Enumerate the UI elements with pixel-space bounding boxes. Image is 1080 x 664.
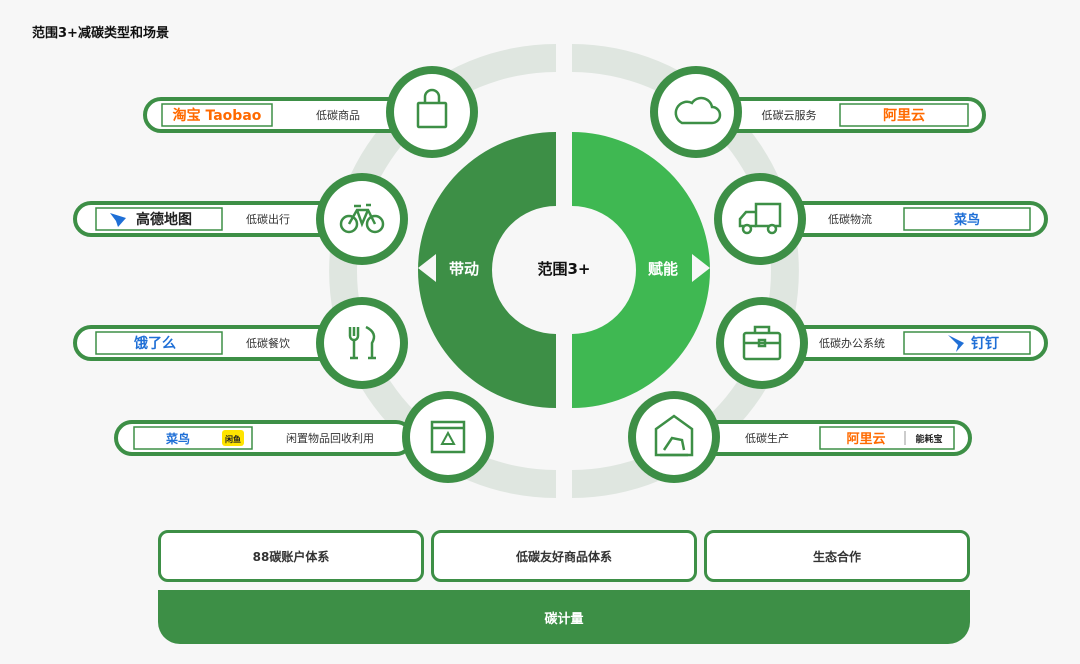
brand-box-cainiao-right bbox=[903, 207, 1031, 231]
shopping-bag-icon bbox=[416, 88, 448, 129]
brand-box-taobao bbox=[161, 103, 273, 127]
left-half-disc bbox=[418, 132, 556, 408]
circle-recycle[interactable] bbox=[402, 391, 494, 483]
brand-box-dingtalk bbox=[903, 331, 1031, 355]
cloud-icon bbox=[674, 96, 722, 125]
brand-cainiao-left: 菜鸟 bbox=[165, 431, 190, 446]
brand-amap: 高德地图 bbox=[136, 211, 192, 228]
brand-xianyu: 闲鱼 bbox=[225, 434, 241, 444]
bicycle-icon bbox=[339, 203, 385, 234]
truck-icon bbox=[738, 202, 782, 235]
label-low-carbon-office: 低碳办公系统 bbox=[819, 336, 885, 350]
recycle-box-icon bbox=[430, 420, 466, 454]
label-low-carbon-cloud: 低碳云服务 bbox=[762, 108, 817, 122]
bottom-box-friendly-goods[interactable]: 低碳友好商品体系 bbox=[431, 530, 697, 582]
circle-dining[interactable] bbox=[316, 297, 408, 389]
circle-cloud[interactable] bbox=[650, 66, 742, 158]
bottom-bar-carbon-measure[interactable]: 碳计量 bbox=[158, 590, 970, 644]
brand-cainiao-right: 菜鸟 bbox=[953, 212, 980, 228]
brand-eleme: 饿了么 bbox=[133, 335, 176, 352]
dingtalk-logo-icon bbox=[948, 335, 964, 352]
briefcase-icon bbox=[742, 325, 782, 361]
label-low-carbon-travel: 低碳出行 bbox=[246, 212, 290, 226]
circle-bicycle[interactable] bbox=[316, 173, 408, 265]
brand-taobao: 淘宝 Taobao bbox=[173, 107, 262, 124]
amap-logo-icon bbox=[110, 213, 126, 227]
xianyu-logo-icon bbox=[222, 430, 244, 446]
circle-shopping[interactable] bbox=[386, 66, 478, 158]
right-half-disc bbox=[572, 132, 710, 408]
center-right-label: 赋能 bbox=[648, 260, 678, 278]
bottom-box-ecosystem[interactable]: 生态合作 bbox=[704, 530, 970, 582]
label-low-carbon-dining: 低碳餐饮 bbox=[246, 336, 290, 350]
brand-energy-treasure: 能耗宝 bbox=[915, 433, 942, 445]
label-low-carbon-goods: 低碳商品 bbox=[316, 108, 360, 122]
center-core-label: 范围3+ bbox=[537, 260, 590, 278]
circle-factory[interactable] bbox=[628, 391, 720, 483]
label-low-carbon-production: 低碳生产 bbox=[745, 431, 789, 445]
center-left-label: 带动 bbox=[449, 260, 479, 278]
label-low-carbon-logistics: 低碳物流 bbox=[828, 212, 872, 226]
brand-box-aliyun-energy bbox=[819, 426, 955, 450]
factory-icon bbox=[654, 414, 694, 457]
brand-dingtalk: 钉钉 bbox=[971, 335, 999, 352]
label-idle-recycling: 闲置物品回收利用 bbox=[286, 431, 374, 445]
outer-ring-left bbox=[329, 44, 556, 498]
utensils-icon bbox=[348, 325, 376, 360]
brand-box-eleme bbox=[95, 331, 223, 355]
circle-truck[interactable] bbox=[714, 173, 806, 265]
brand-aliyun-2: 阿里云 bbox=[846, 432, 885, 447]
right-notch bbox=[692, 254, 710, 282]
bottom-box-carbon-account[interactable]: 88碳账户体系 bbox=[158, 530, 424, 582]
brand-box-amap bbox=[95, 207, 223, 231]
page-title: 范围3+减碳类型和场景 bbox=[32, 26, 169, 41]
circle-briefcase[interactable] bbox=[716, 297, 808, 389]
brand-box-aliyun bbox=[839, 103, 969, 127]
brand-aliyun: 阿里云 bbox=[883, 108, 925, 124]
left-notch bbox=[418, 254, 436, 282]
